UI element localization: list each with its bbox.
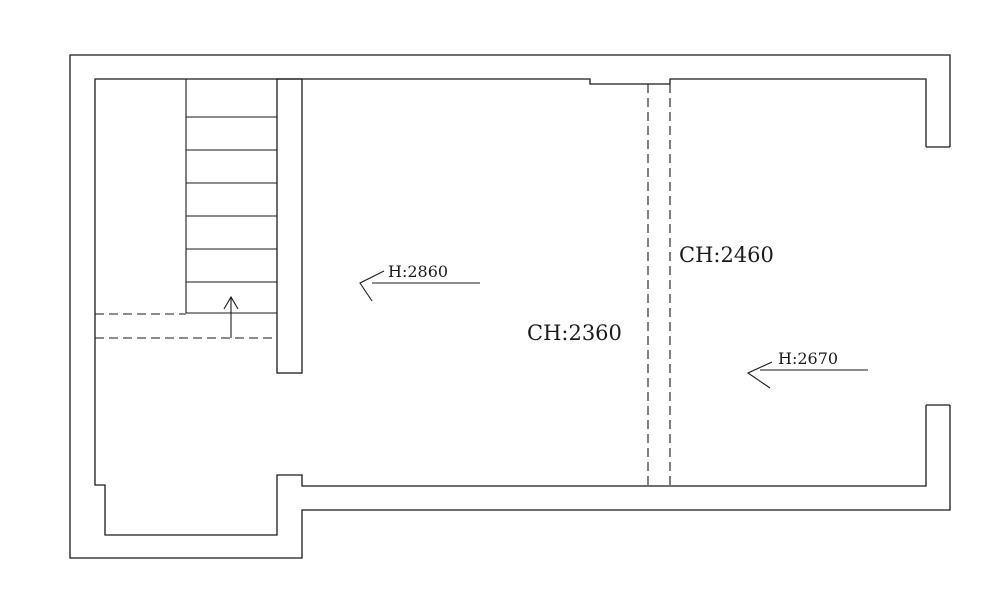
outer-wall-outline	[69, 54, 951, 559]
partition-wall	[276, 78, 303, 374]
elevation-marker-right	[746, 361, 868, 389]
elevation-marker-left	[359, 270, 480, 302]
staircase	[185, 79, 277, 338]
floor-height-label-right: H:2670	[778, 349, 838, 368]
floor-height-label-left: H:2860	[388, 262, 448, 281]
inner-wall-outline	[94, 78, 927, 536]
ceiling-height-label-right: CH:2460	[679, 243, 774, 267]
ceiling-height-label-center: CH:2360	[527, 321, 622, 345]
stair-up-arrow-head	[223, 295, 239, 310]
